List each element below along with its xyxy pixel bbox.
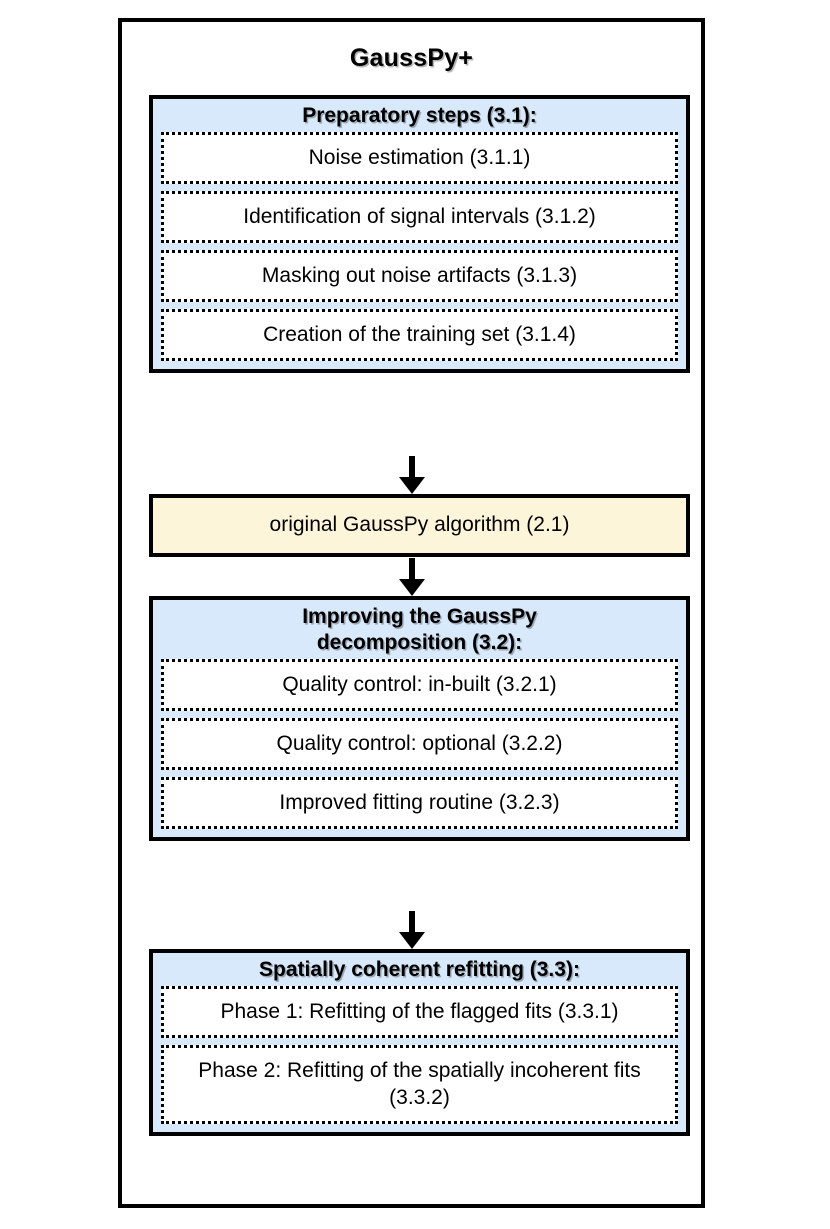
stage-header-line-1: Improving the GaussPy (302, 605, 537, 628)
arrow-down-icon-gausspy-to-improve (398, 558, 425, 596)
stage-header-improving-decomposition: Improving the GaussPy decomposition (3.2… (153, 600, 686, 659)
substep-list-improving-decomposition: Quality control: in-built (3.2.1) Qualit… (153, 659, 686, 837)
substep-creation-of-the-training-set: Creation of the training set (3.1.4) (161, 309, 678, 361)
substep-quality-control-optional: Quality control: optional (3.2.2) (161, 718, 678, 770)
substep-masking-out-noise-artifacts: Masking out noise artifacts (3.1.3) (161, 250, 678, 302)
stage-header-line-2: decomposition (3.2): (316, 631, 523, 654)
stage-improving-decomposition: Improving the GaussPy decomposition (3.2… (149, 596, 690, 841)
diagram-title: GaussPy+ (349, 44, 474, 72)
arrow-shaft (408, 911, 415, 934)
substep-list-spatially-coherent-refitting: Phase 1: Refitting of the flagged fits (… (153, 986, 686, 1132)
substep-identification-of-signal-intervals: Identification of signal intervals (3.1.… (161, 191, 678, 243)
stage-original-gausspy-algorithm: original GaussPy algorithm (2.1) (149, 494, 690, 557)
arrow-head (398, 579, 425, 596)
arrow-head (398, 477, 425, 494)
substep-list-preparatory-steps: Noise estimation (3.1.1) Identification … (153, 132, 686, 369)
stage-header-preparatory-steps: Preparatory steps (3.1): (302, 104, 537, 127)
substep-improved-fitting-routine: Improved fitting routine (3.2.3) (161, 777, 678, 829)
stage-label-original-gausspy-algorithm: original GaussPy algorithm (2.1) (269, 513, 570, 536)
stage-spatially-coherent-refitting: Spatially coherent refitting (3.3): Phas… (149, 949, 690, 1136)
substep-phase-1-refitting-flagged-fits: Phase 1: Refitting of the flagged fits (… (161, 986, 678, 1038)
arrow-shaft (408, 558, 415, 581)
arrow-head (398, 932, 425, 949)
flowchart-outer-frame: GaussPy+ Preparatory steps (3.1): Noise … (118, 18, 705, 1208)
arrow-shaft (408, 456, 415, 479)
stage-preparatory-steps: Preparatory steps (3.1): Noise estimatio… (149, 95, 690, 373)
arrow-down-icon-improve-to-refit (398, 911, 425, 949)
stage-header-spatially-coherent-refitting: Spatially coherent refitting (3.3): (259, 958, 580, 981)
substep-quality-control-in-built: Quality control: in-built (3.2.1) (161, 659, 678, 711)
substep-noise-estimation: Noise estimation (3.1.1) (161, 132, 678, 184)
arrow-down-icon-prep-to-gausspy (398, 456, 425, 494)
substep-phase-2-refitting-spatially-incoherent-fits: Phase 2: Refitting of the spatially inco… (161, 1045, 678, 1124)
